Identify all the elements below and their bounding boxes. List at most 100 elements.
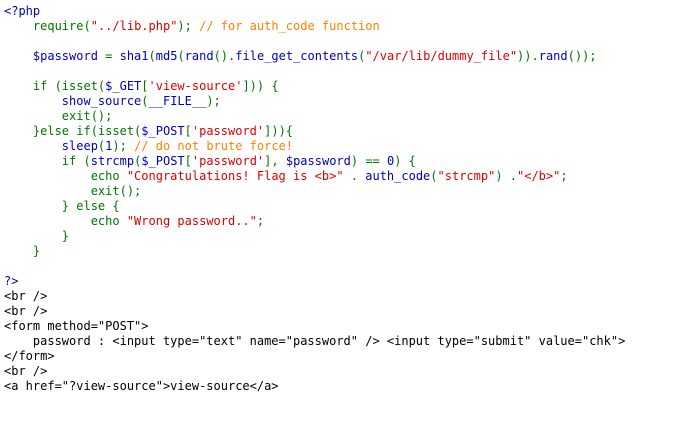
source-token: ); (177, 19, 200, 33)
source-token: md5 (155, 49, 178, 63)
source-token: ); (206, 94, 221, 108)
source-line (4, 64, 625, 79)
source-token: ( (83, 154, 91, 168)
php-source-view: <?php require("../lib.php"); // for auth… (4, 4, 625, 394)
source-token: (). (213, 49, 236, 63)
source-token: <?php (4, 4, 41, 18)
source-token: ( (83, 19, 91, 33)
source-token: [ (141, 79, 149, 93)
source-token: ; (560, 169, 568, 183)
source-token: $_POST (141, 124, 185, 138)
source-token: 'view-source' (148, 79, 243, 93)
source-token: echo (4, 214, 127, 228)
source-line: exit(); (4, 184, 625, 199)
source-token: 0 (387, 154, 395, 168)
source-token (4, 139, 62, 153)
source-token: if (4, 154, 84, 168)
source-token: file_get_contents (235, 49, 359, 63)
source-line: } (4, 229, 625, 244)
source-token: ( (148, 49, 156, 63)
source-token: // for auth_code function (199, 19, 380, 33)
source-line: require("../lib.php"); // for auth_code … (4, 19, 625, 34)
source-token: ( (430, 169, 438, 183)
source-token: ) == (350, 154, 387, 168)
source-token: // do not brute force! (134, 139, 294, 153)
source-token: "</b>" (517, 169, 561, 183)
source-token: ()); (567, 49, 597, 63)
source-token: sha1 (119, 49, 149, 63)
source-token: <br /> (4, 304, 48, 318)
source-line: <form method="POST"> (4, 319, 625, 334)
source-token: ( (358, 49, 366, 63)
source-token: auth_code (365, 169, 431, 183)
source-token: ], (264, 154, 286, 168)
source-line: </form> (4, 349, 625, 364)
source-token: $_GET (105, 79, 142, 93)
source-token: ( (141, 94, 149, 108)
source-token: show_source (61, 94, 142, 108)
source-token: ])) { (242, 79, 279, 93)
source-line: } (4, 244, 625, 259)
source-token: $password (4, 49, 106, 63)
source-token: [ (184, 154, 192, 168)
source-token: echo (4, 169, 127, 183)
source-line: ?> (4, 274, 625, 289)
source-token: "/var/lib/dummy_file" (365, 49, 518, 63)
source-line: <br /> (4, 304, 625, 319)
source-line: <?php (4, 4, 625, 19)
source-token: ?> (4, 274, 19, 288)
source-token: ); (112, 139, 135, 153)
source-token: . (350, 169, 366, 183)
source-token: }else if(isset( (4, 124, 142, 138)
source-line: if (strcmp($_POST['password'], $password… (4, 154, 625, 169)
source-token: } (4, 244, 41, 258)
source-line: exit(); (4, 109, 625, 124)
source-token: <br /> (4, 364, 48, 378)
source-token: (isset( (54, 79, 106, 93)
source-token: ; (256, 214, 265, 228)
source-line: echo "Wrong password.."; (4, 214, 625, 229)
source-line: } else { (4, 199, 625, 214)
source-token: $password (285, 154, 351, 168)
source-token: } (4, 229, 70, 243)
source-token: [ (184, 124, 192, 138)
source-line: show_source(__FILE__); (4, 94, 625, 109)
source-token: ) . (495, 169, 517, 183)
source-token: password : <input type="text" name="pass… (4, 334, 626, 348)
source-line: <a href="?view-source">view-source</a> (4, 379, 625, 394)
source-token: } else { (4, 199, 120, 213)
source-line: sleep(1); // do not brute force! (4, 139, 625, 154)
source-line: $password = sha1(md5(rand().file_get_con… (4, 49, 625, 64)
source-token: exit(); (4, 184, 142, 198)
source-line: <br /> (4, 364, 625, 379)
source-token: rand (184, 49, 214, 63)
source-token: ])){ (264, 124, 294, 138)
source-token: ( (97, 139, 106, 153)
source-token: 'password' (191, 124, 265, 138)
source-token: "strcmp" (437, 169, 496, 183)
source-token: "Congratulations! Flag is <b>" (126, 169, 351, 183)
source-line: password : <input type="text" name="pass… (4, 334, 625, 349)
source-token: ( (177, 49, 185, 63)
source-token: 'password' (191, 154, 265, 168)
source-line: }else if(isset($_POST['password'])){ (4, 124, 625, 139)
source-token: if (4, 79, 55, 93)
source-token: require (4, 19, 84, 33)
source-line: echo "Congratulations! Flag is <b>" . au… (4, 169, 625, 184)
source-token: $_POST (141, 154, 185, 168)
source-token: )). (517, 49, 539, 63)
source-token: <br /> (4, 289, 48, 303)
source-line: <br /> (4, 289, 625, 304)
source-token (4, 94, 62, 108)
source-line (4, 34, 625, 49)
source-token: exit(); (4, 109, 113, 123)
source-token: = (105, 49, 120, 63)
source-token: "../lib.php" (90, 19, 178, 33)
source-token: strcmp (90, 154, 135, 168)
source-token: </form> (4, 349, 55, 363)
source-token: sleep (61, 139, 98, 153)
source-token: <form method="POST"> (4, 319, 149, 333)
source-line: if (isset($_GET['view-source'])) { (4, 79, 625, 94)
source-line (4, 259, 625, 274)
source-token: ( (134, 154, 142, 168)
